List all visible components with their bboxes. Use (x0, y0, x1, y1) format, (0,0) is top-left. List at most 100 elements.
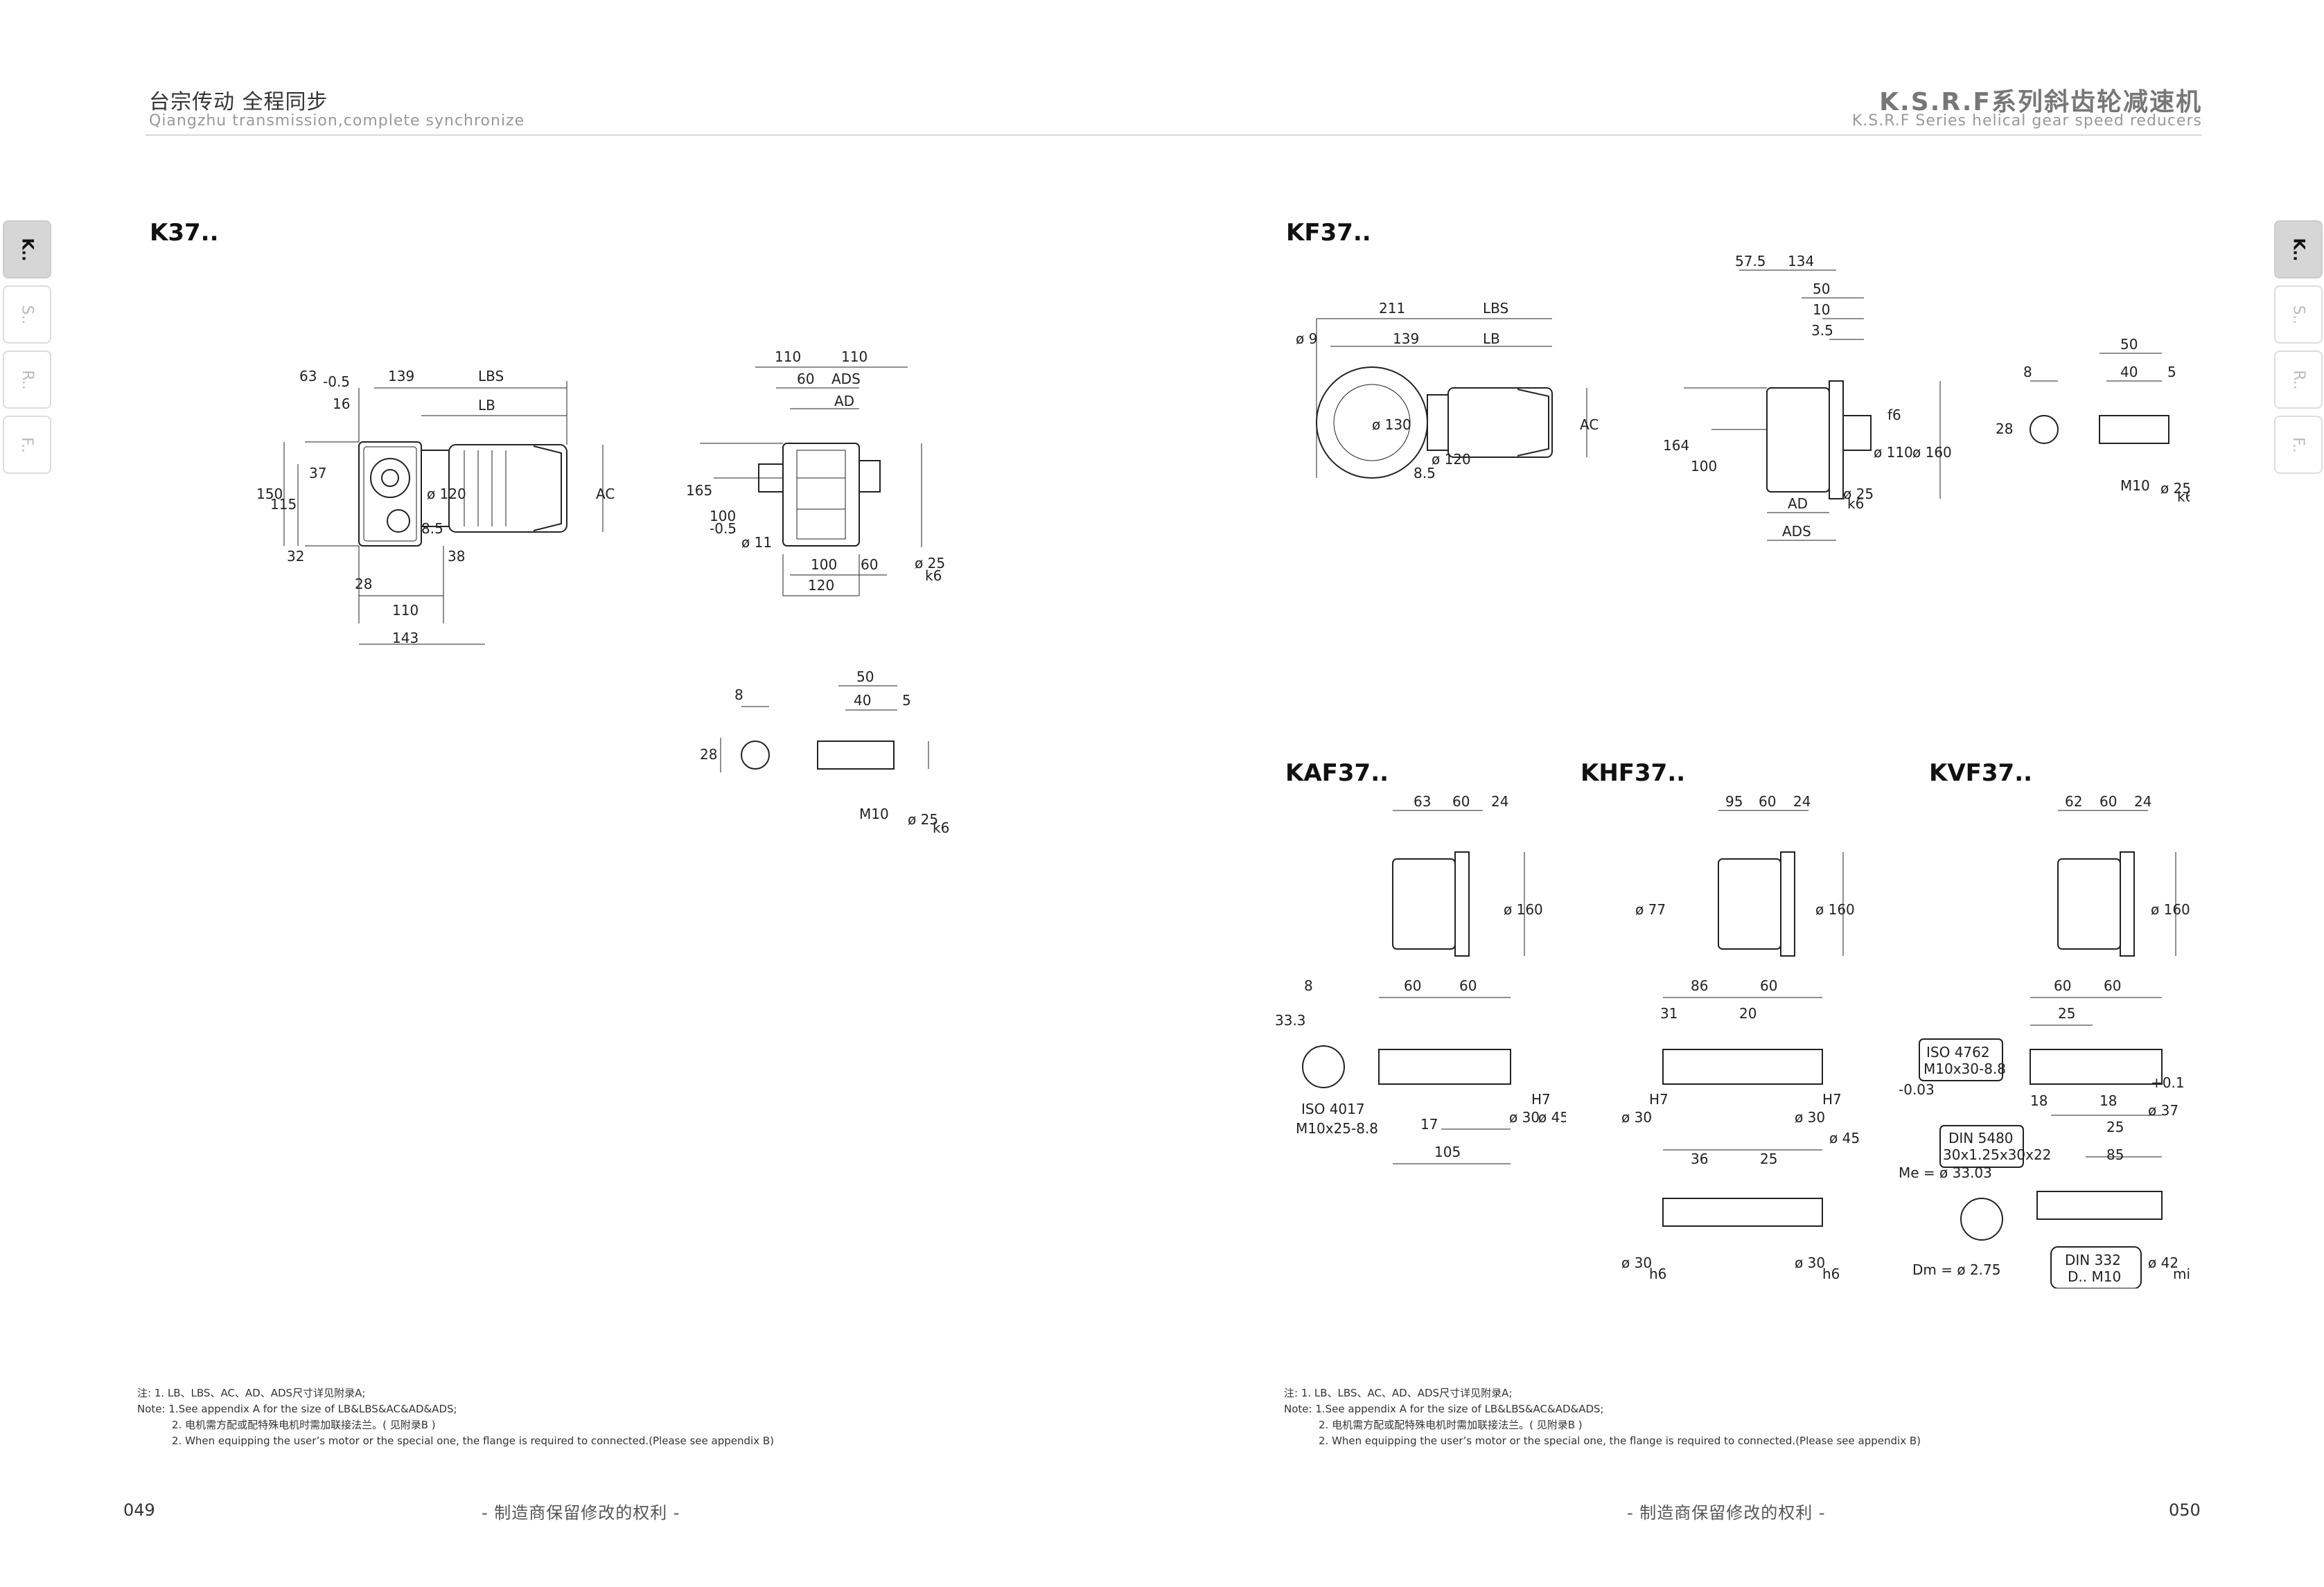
dim-label: h6 (1822, 1266, 1840, 1282)
dim-label: ø 25 (908, 811, 938, 828)
kf37-side-view-drawing: 211 LBS ø 9 139 LB ø 130 ø 120 8.5 AC (1289, 291, 1608, 499)
tab-r-left[interactable]: R.. (3, 351, 51, 409)
dim-label: D.. M10 (2068, 1268, 2121, 1285)
dim-label: 139 (1393, 330, 1419, 347)
dim-label: ø 30 (1795, 1254, 1825, 1271)
dim-label: k6 (1847, 495, 1864, 512)
note-line-4: 2. When equipping the user’s motor or th… (172, 1435, 774, 1447)
dim-label: ø 45 (1829, 1130, 1860, 1146)
dim-label: ø 160 (1504, 901, 1543, 918)
tab-label: S.. (2289, 305, 2307, 324)
note-line-3: 2. 电机需方配或配特殊电机时需加联接法兰。( 见附录B ) (1319, 1419, 1583, 1431)
khf37-drawing: 95 60 24 ø 77 ø 160 86 60 31 20 ø 30 H7 … (1621, 790, 1871, 1288)
dim-label: 10 (1813, 301, 1830, 318)
model-title-k37: K37.. (150, 219, 219, 247)
dim-label: H7 (1531, 1091, 1551, 1108)
note-line-3: 2. 电机需方配或配特殊电机时需加联接法兰。( 见附录B ) (172, 1419, 436, 1431)
dim-label: ø 30 (1795, 1109, 1825, 1126)
footer-rights-left: - 制造商保留修改的权利 - (482, 1503, 680, 1523)
k37-side-view-drawing: 63 -0.5 16 139 LBS LB 150 115 37 ø 120 8… (256, 360, 617, 665)
dim-label: ø 130 (1372, 416, 1411, 433)
dim-label: ISO 4762 (1926, 1044, 1990, 1061)
dim-label: Dm = ø 2.75 (1912, 1261, 2000, 1278)
dim-label: ø 11 (741, 534, 772, 551)
dim-label: ø 120 (427, 486, 466, 502)
dim-label: 110 (841, 348, 868, 365)
dim-label: k6 (2177, 488, 2190, 505)
dim-label: 18 (2030, 1092, 2048, 1109)
dim-label: 18 (2099, 1092, 2117, 1109)
dim-label: 20 (1739, 1005, 1757, 1022)
dim-label: 8.5 (1414, 465, 1436, 481)
dim-label: 50 (856, 668, 874, 685)
dim-label: M10x30-8.8 (1924, 1061, 2006, 1077)
dim-label: 25 (1760, 1151, 1777, 1167)
dim-label: 63 (299, 368, 317, 384)
dim-label: 24 (1793, 793, 1811, 810)
note-line-2: Note: 1.See appendix A for the size of L… (1284, 1403, 1604, 1415)
dim-label: 8 (2023, 364, 2032, 380)
note-line-2: Note: 1.See appendix A for the size of L… (137, 1403, 457, 1415)
tab-label: K.. (2289, 238, 2307, 261)
dim-label: 120 (808, 577, 834, 594)
dim-label: min (2173, 1266, 2190, 1282)
dim-label: 60 (1760, 977, 1777, 994)
dim-label: ADS (1782, 523, 1811, 540)
dim-label: AD (834, 393, 854, 409)
dim-label: Me = ø 33.03 (1899, 1164, 1992, 1181)
model-title-kf37: KF37.. (1286, 219, 1371, 247)
footer-rights-right: - 制造商保留修改的权利 - (1627, 1503, 1826, 1523)
dim-label: DIN 5480 (1948, 1130, 2014, 1146)
dim-label: AC (1580, 416, 1599, 433)
tab-label: S.. (18, 305, 36, 324)
kvf37-drawing: 62 60 24 ø 160 60 60 25 ISO 4762 M10x30-… (1899, 790, 2199, 1289)
dim-label: 50 (1813, 281, 1830, 297)
dim-label: 28 (700, 746, 717, 763)
dim-label: h6 (1649, 1266, 1666, 1282)
kf37-shaft-detail-drawing: 8 50 40 5 28 M10 ø 25 k6 (1996, 333, 2194, 506)
kf37-front-view-drawing: 57.5 134 50 10 3.5 164 100 ø 110 f6 ø 16… (1649, 249, 1954, 554)
tab-f-right[interactable]: F.. (2274, 416, 2323, 474)
dim-label: 40 (854, 692, 871, 709)
tab-label: R.. (18, 369, 36, 390)
dim-label: ø 160 (1815, 901, 1855, 918)
dim-label: ISO 4017 (1301, 1101, 1365, 1117)
dim-label: 60 (2104, 977, 2121, 994)
dim-label: 211 (1379, 300, 1405, 317)
dim-label: 60 (1452, 793, 1470, 810)
tab-label: F.. (2289, 436, 2307, 453)
tab-s-left[interactable]: S.. (3, 285, 51, 344)
tab-f-left[interactable]: F.. (3, 416, 51, 474)
dim-label: H7 (1649, 1091, 1669, 1108)
dim-label: 32 (287, 548, 304, 565)
dim-label: ø 25 (2160, 480, 2190, 497)
page-number-right: 050 (2169, 1500, 2201, 1520)
dim-label: 63 (1414, 793, 1431, 810)
dim-label: f6 (1887, 407, 1901, 423)
dim-label: 60 (1759, 793, 1776, 810)
dim-label: M10 (2120, 477, 2150, 494)
dim-label: AD (1788, 495, 1808, 512)
dim-label: ø 9 (1296, 330, 1317, 347)
tab-k-left[interactable]: K.. (3, 220, 51, 278)
dim-label: 60 (2099, 793, 2117, 810)
dim-label: 30x1.25x30x22 (1943, 1146, 2051, 1163)
kaf37-drawing: 63 60 24 ø 160 8 60 60 33.3 ISO 4017 M10… (1275, 790, 1569, 1191)
header-series-title-en: K.S.R.F Series helical gear speed reduce… (1851, 112, 2202, 130)
model-title-khf37: KHF37.. (1581, 759, 1686, 787)
dim-label: ø 160 (2151, 901, 2190, 918)
tab-k-right[interactable]: K.. (2274, 220, 2323, 278)
dim-label: k6 (925, 567, 942, 584)
dim-label: 25 (2106, 1119, 2124, 1135)
dim-label: ø 120 (1432, 451, 1471, 468)
model-title-kaf37: KAF37.. (1285, 759, 1389, 787)
dim-label: 60 (797, 371, 814, 387)
notes-left: 注: 1. LB、LBS、AC、AD、ADS尺寸详见附录A; Note: 1.S… (137, 1385, 774, 1449)
dim-label: 100 (811, 556, 837, 573)
tab-s-right[interactable]: S.. (2274, 285, 2323, 344)
note-line-4: 2. When equipping the user’s motor or th… (1319, 1435, 1921, 1447)
right-section-tabs: K.. S.. R.. F.. (2274, 220, 2323, 474)
dim-label: M10 (859, 806, 889, 822)
dim-label: 33.3 (1275, 1012, 1306, 1029)
tab-r-right[interactable]: R.. (2274, 351, 2323, 409)
